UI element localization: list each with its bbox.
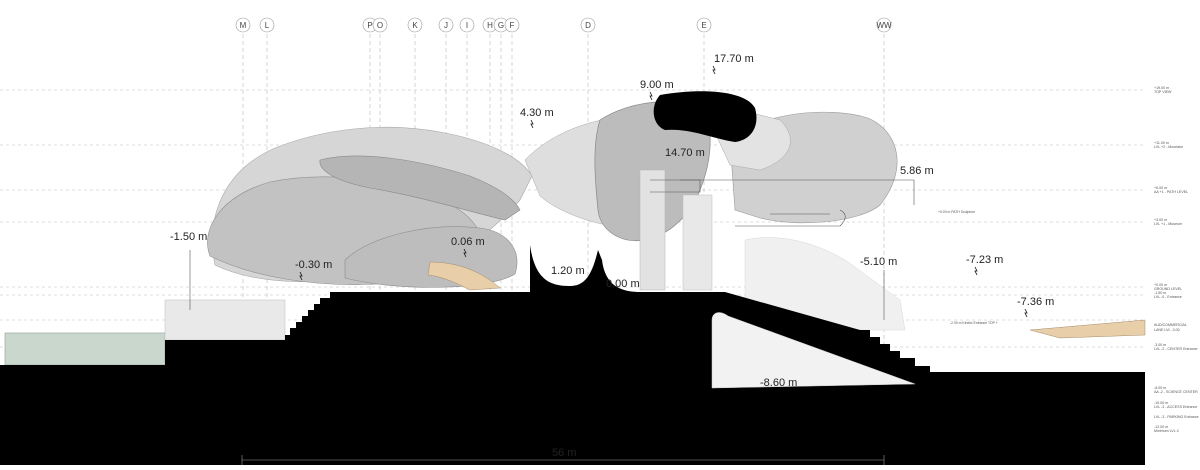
- level-name: AA -2 - SCIENCE CENTER: [1154, 390, 1198, 394]
- level-value: -1.50 m: [1154, 291, 1166, 295]
- level-name: TOP VIEW: [1154, 90, 1172, 94]
- wood-deck: [1029, 319, 1146, 339]
- elevation-label: -0.30 m: [295, 259, 332, 271]
- elevation-tick-icon: [1024, 308, 1028, 318]
- grid-axis-label: F: [510, 21, 515, 30]
- level-value: +6.00 m: [1154, 186, 1167, 190]
- grid-axis-bubble: [580, 17, 596, 33]
- elevation-label: 1.20 m: [551, 265, 585, 277]
- level-name: AA +1 - PATH LEVEL: [1154, 190, 1188, 194]
- level-name: LANE LVL -3.00: [1154, 328, 1180, 332]
- ground-section-cut: [0, 245, 1145, 465]
- elevation-label: -8.60 m: [760, 377, 797, 389]
- lower-void: [711, 312, 916, 389]
- elevation-label: 14.70 m: [665, 147, 705, 159]
- elevation-tick-icon: [974, 266, 978, 276]
- grid-axis-bubble: [876, 17, 892, 33]
- elevation-label: 9.00 m: [640, 79, 674, 91]
- elevation-tick-icon: [463, 248, 467, 258]
- grid-axis-label: G: [498, 21, 504, 30]
- elevation-tick-icon: [530, 119, 534, 129]
- level-name: GROUND LEVEL: [1154, 287, 1182, 291]
- level-value: +3.00 m: [1154, 218, 1167, 222]
- west-canopy: [319, 155, 521, 221]
- east-terrace: [744, 237, 906, 331]
- grid-axis-bubble: [407, 17, 423, 33]
- grid-axis-bubble: [438, 17, 454, 33]
- elevation-label: 5.86 m: [900, 165, 934, 177]
- railing: [650, 179, 701, 193]
- grid-axis-bubble: [696, 17, 712, 33]
- elevation-label: 0.06 m: [451, 236, 485, 248]
- grid-axis-label: WW: [876, 21, 892, 30]
- overall-dimension: 56 m: [241, 447, 885, 465]
- level-value: -12.00 m: [1154, 425, 1168, 429]
- column: [682, 194, 713, 291]
- grid-axis-label: I: [466, 21, 468, 30]
- level-value: +11.00 m: [1154, 141, 1169, 145]
- column: [639, 169, 666, 291]
- level-name: LVL +2 - Moorlake: [1154, 145, 1183, 149]
- grid-axis-bubble: [504, 17, 520, 33]
- annotation: -2.00 m Kinetic Entrance TOP +: [950, 321, 998, 325]
- elevation-tick-icon: [649, 91, 653, 101]
- level-value: -3.00 m: [1154, 343, 1166, 347]
- elevation-label: 4.30 m: [520, 107, 554, 119]
- elevation-label: -7.23 m: [966, 254, 1003, 266]
- grid-axis-label: P: [367, 21, 372, 30]
- wood-ramp: [427, 261, 501, 291]
- mint-base-block: [4, 332, 166, 366]
- wood-elements: [427, 261, 1146, 339]
- grid-axis-label: E: [701, 21, 706, 30]
- grid-axis-label: L: [265, 21, 270, 30]
- grid-axis-label: H: [487, 21, 493, 30]
- elevation-tick-icon: [299, 271, 303, 281]
- level-value: -10.00 m: [1154, 401, 1168, 405]
- level-value: +19.00 m: [1154, 86, 1169, 90]
- building-shells: [207, 99, 906, 331]
- level-name: AUD/COMMERCIAL: [1154, 323, 1187, 327]
- elevation-label: 17.70 m: [714, 53, 754, 65]
- annotation: +0.00 m PATH Sculpture: [938, 210, 975, 214]
- grid-axis-label: O: [377, 21, 383, 30]
- elevation-label: 0.00 m: [606, 278, 640, 290]
- grid-axis-label: J: [444, 21, 448, 30]
- grid-axis-bubble: [372, 17, 388, 33]
- level-label-list: +19.00 m TOP VIEW +11.00 m LVL +2 - Moor…: [1154, 86, 1199, 433]
- elevation-ticks: [189, 65, 1028, 320]
- elevation-label: -5.10 m: [860, 256, 897, 268]
- level-name: LVL +1 - Museum: [1154, 222, 1182, 226]
- elevation-label: -7.36 m: [1017, 296, 1054, 308]
- elevation-tick-icon: [712, 65, 716, 75]
- level-name: LVL -3 - ACCESS Entrance: [1154, 405, 1197, 409]
- grid-axis-label: M: [240, 21, 247, 30]
- level-name: LVL -2 - CENTER Entrance: [1154, 347, 1198, 351]
- roof-section-cut: [653, 91, 757, 142]
- grid-axis-bubble: [235, 17, 251, 33]
- low-terrace: [164, 299, 286, 341]
- level-name: LVL -0 - Entrance: [1154, 295, 1182, 299]
- overall-span-label: 56 m: [552, 447, 576, 459]
- level-value: +0.00 m: [1154, 283, 1167, 287]
- grid-axis-bubble: [259, 17, 275, 33]
- railing: [735, 209, 846, 227]
- level-value: -8.00 m: [1154, 386, 1166, 390]
- elevation-label: -1.50 m: [170, 231, 207, 243]
- level-name: Minimum LVL 4: [1154, 429, 1179, 433]
- level-name: LVL -3 - PARKING Entrance: [1154, 415, 1199, 419]
- grid-axis-bubble: [459, 17, 475, 33]
- elevation-markers: 17.70 m 9.00 m 4.30 m 14.70 m 5.86 m -1.…: [170, 53, 1054, 389]
- grid-axis-label: K: [412, 21, 418, 30]
- railings: [650, 179, 846, 227]
- grid-axis-label: D: [585, 21, 591, 30]
